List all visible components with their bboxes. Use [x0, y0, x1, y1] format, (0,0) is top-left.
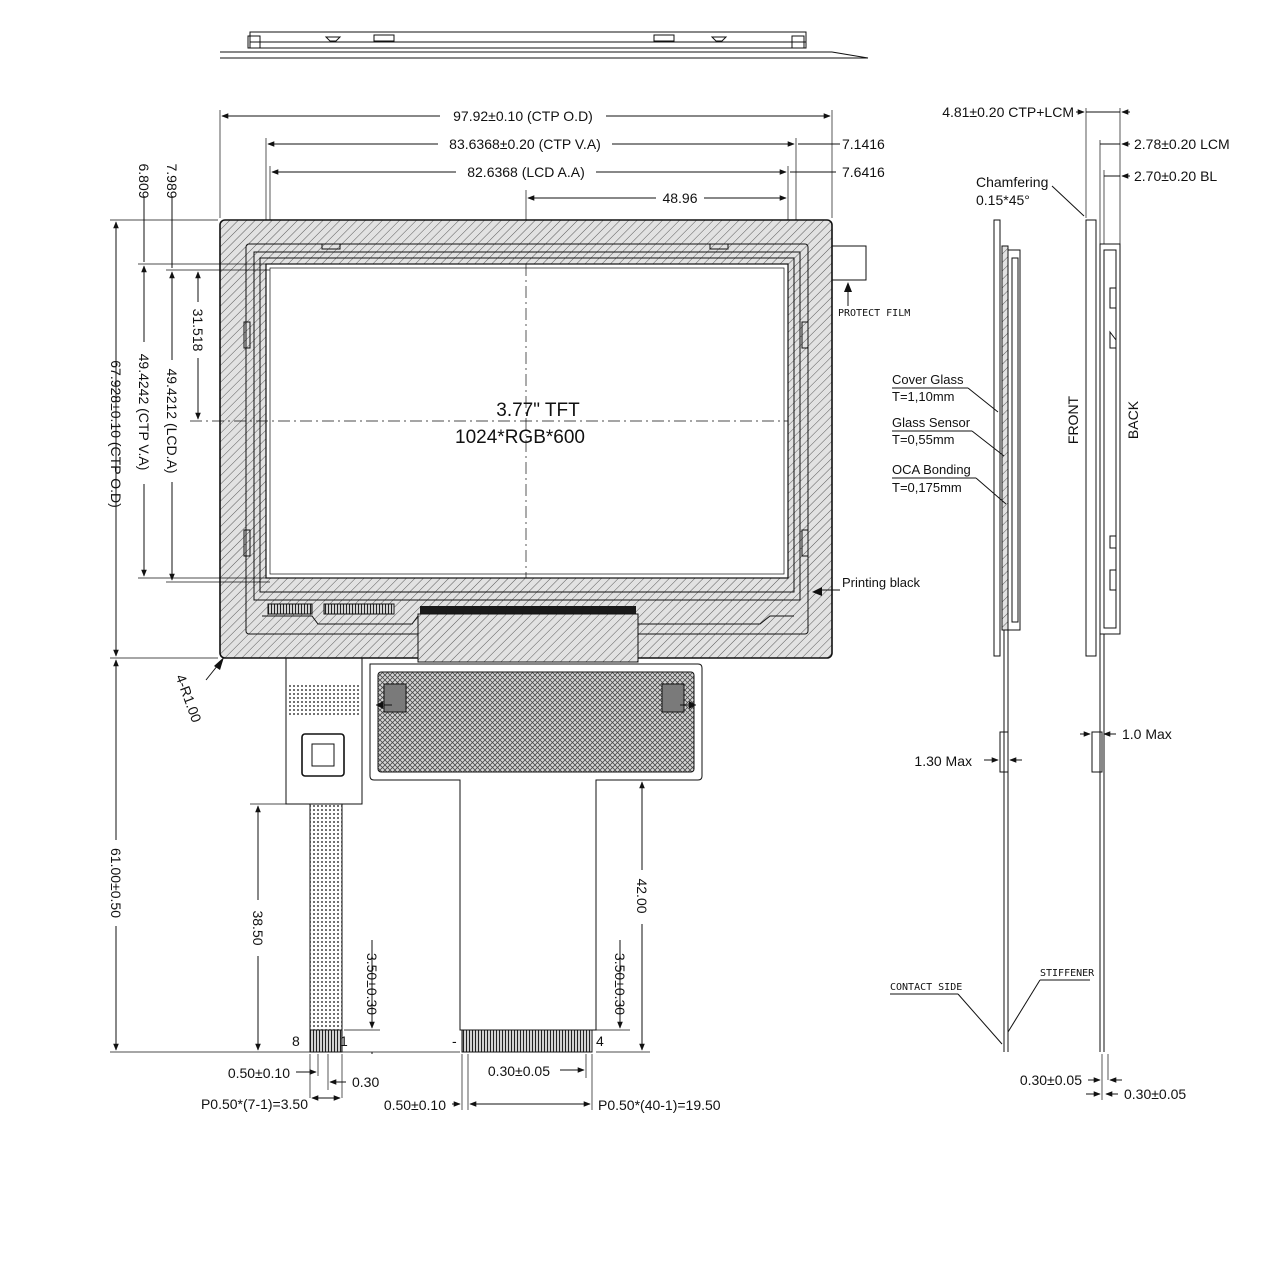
oca-bonding-thickness: T=0,175mm [892, 480, 962, 495]
max-1-0: 1.0 Max [1122, 726, 1172, 742]
small-fpc-pin-last: 8 [292, 1033, 300, 1049]
max-1-30: 1.30 Max [914, 753, 972, 769]
dim-small-pitch-width: 0.50±0.10 [228, 1065, 290, 1081]
oca-bonding-label: OCA Bonding [892, 462, 971, 477]
dim-center-48-96: 48.96 [662, 190, 697, 206]
stiffener-label: STIFFENER [1040, 968, 1095, 979]
panel-model-line2: 1024*RGB*600 [455, 427, 585, 448]
printing-black-callout: Printing black [812, 575, 921, 596]
chamfering-value: 0.15*45° [976, 192, 1030, 208]
small-fpc-pin-first: 1 [340, 1033, 348, 1049]
side-view: 4.81±0.20 CTP+LCM 2.78±0.20 LCM 2.70±0.2… [890, 104, 1230, 1102]
front-label: FRONT [1065, 395, 1081, 444]
side-bl-thickness: 2.70±0.20 BL [1134, 168, 1217, 184]
panel-model-line1: 3.77" TFT [496, 400, 580, 421]
chamfering-label: Chamfering [976, 174, 1048, 190]
dim-main-pitch: P0.50*(40-1)=19.50 [598, 1097, 721, 1113]
dim-top-6-809: 6.809 [136, 163, 152, 198]
dim-main-edge: 0.50±0.10 [384, 1097, 446, 1113]
top-dimensions: 97.92±0.10 (CTP O.D) 83.6368±0.20 (CTP V… [219, 108, 885, 270]
dim-small-fpc-tail: 3.50±0.30 [364, 953, 380, 1015]
dim-small-fpc-length: 38.50 [250, 910, 266, 945]
main-fpc-pin-last: 4 [596, 1033, 604, 1049]
printing-black-label: Printing black [842, 575, 921, 590]
glass-sensor-label: Glass Sensor [892, 415, 971, 430]
dim-ctp-va-width: 83.6368±0.20 (CTP V.A) [449, 136, 601, 152]
dim-main-pitch-width: 0.30±0.05 [488, 1063, 550, 1079]
cover-glass-thickness: T=1,10mm [892, 389, 955, 404]
cover-glass-label: Cover Glass [892, 372, 964, 387]
contact-side-label: CONTACT SIDE [890, 982, 962, 993]
panel-front-view: 3.77" TFT 1024*RGB*600 [190, 219, 833, 659]
dim-fpc-total: 61.00±0.50 [108, 848, 124, 918]
dim-center-31-518: 31.518 [190, 309, 206, 352]
corner-radius-callout: 4-R1.00 [173, 657, 224, 725]
dim-small-gap: 0.30 [352, 1074, 379, 1090]
left-dimensions: 67.928±0.10 (CTP O.D) 49.4242 (CTP V.A) … [108, 163, 460, 1053]
tol-left: 0.30±0.05 [1020, 1072, 1082, 1088]
dim-lcd-aa-width: 82.6368 (LCD A.A) [467, 164, 585, 180]
dim-lcd-a-height: 49.4212 (LCD.A) [164, 368, 180, 473]
main-fpc-pin-first: - [452, 1033, 457, 1049]
side-lcm-thickness: 2.78±0.20 LCM [1134, 136, 1230, 152]
tol-right: 0.30±0.05 [1124, 1086, 1186, 1102]
back-label: BACK [1125, 400, 1141, 439]
dim-main-fpc-tail: 3.50±0.30 [612, 953, 628, 1015]
glass-sensor-thickness: T=0,55mm [892, 432, 955, 447]
protect-film-tab: PROTECT FILM [831, 245, 910, 319]
corner-radius-label: 4-R1.00 [173, 672, 205, 724]
dim-ctp-od-height: 67.928±0.10 (CTP O.D) [108, 360, 124, 508]
top-edge-view [220, 31, 869, 59]
dim-right-7-1416: 7.1416 [842, 136, 885, 152]
touch-fpc: 8 1 38.50 3.50±0.30 0.50±0.10 0.30 P0.50… [201, 657, 380, 1112]
protect-film-label: PROTECT FILM [838, 308, 910, 319]
dim-ctp-od-width: 97.92±0.10 (CTP O.D) [453, 108, 593, 124]
main-fpc: - 4 42.00 3.50±0.30 0.30±0.05 0.50±0.10 … [369, 613, 721, 1113]
dim-main-fpc-length: 42.00 [634, 878, 650, 913]
dim-ctp-va-height: 49.4242 (CTP V.A) [136, 354, 152, 471]
side-total-thickness: 4.81±0.20 CTP+LCM [942, 104, 1074, 120]
dim-small-pitch: P0.50*(7-1)=3.50 [201, 1096, 308, 1112]
dim-right-7-6416: 7.6416 [842, 164, 885, 180]
dim-top-7-989: 7.989 [164, 163, 180, 198]
